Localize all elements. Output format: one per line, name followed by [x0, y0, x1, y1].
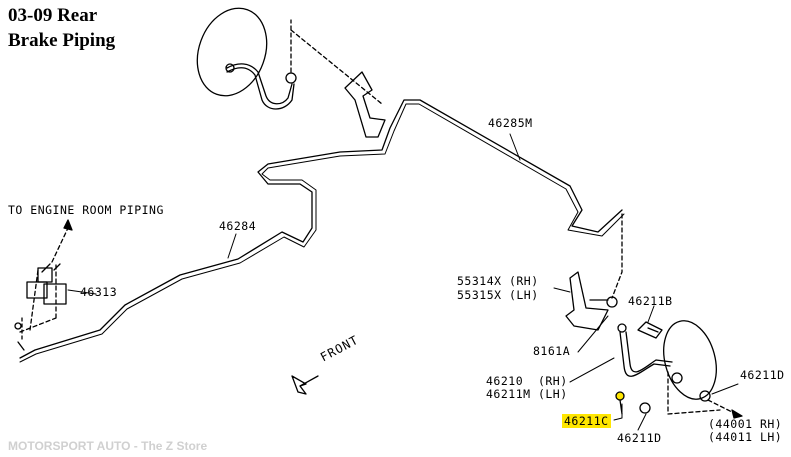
- engine-room-piping-label: TO ENGINE ROOM PIPING: [8, 203, 164, 217]
- part-label-55314x: 55314X (RH): [457, 274, 539, 288]
- part-label-46210: 46210 (RH): [486, 374, 568, 388]
- front-arrow-icon: [291, 375, 319, 395]
- part-label-46211m: 46211M (LH): [486, 387, 568, 401]
- watermark: MOTORSPORT AUTO - The Z Store: [8, 439, 208, 453]
- part-label-44001: (44001 RH): [708, 417, 783, 431]
- part-label-46284: 46284: [219, 219, 257, 233]
- leader-lines: [67, 133, 739, 431]
- part-label-46211d-bottom: 46211D: [617, 431, 662, 445]
- pipe-bracket: [344, 71, 386, 138]
- part-label-44011: (44011 LH): [708, 430, 783, 444]
- diagram-title-line1: 03-09 Rear: [8, 5, 98, 26]
- part-label-46313: 46313: [80, 285, 118, 299]
- part-label-46211d-right: 46211D: [740, 368, 785, 382]
- part-label-46285m: 46285M: [488, 116, 533, 130]
- rear-right-assembly: [565, 213, 743, 419]
- diagram-title-line2: Brake Piping: [8, 30, 116, 51]
- part-label-55315x: 55315X (LH): [457, 288, 539, 302]
- part-label-46211b: 46211B: [628, 294, 673, 308]
- highlight-46211c: 46211C: [562, 414, 611, 428]
- main-brake-pipe: [19, 99, 625, 363]
- part-label-46211c: 46211C: [562, 414, 611, 428]
- part-label-8161a: 8161A: [533, 344, 571, 358]
- rear-left-disc-assembly: [196, 7, 383, 110]
- junction-46313: [14, 219, 73, 351]
